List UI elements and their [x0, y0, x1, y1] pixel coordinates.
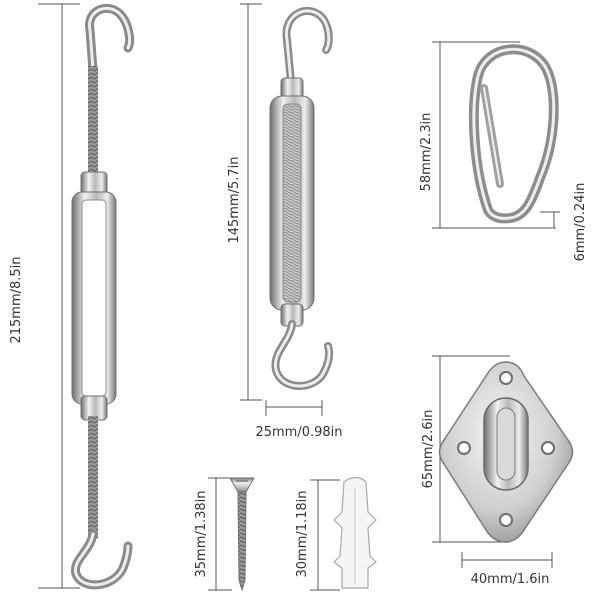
anchor-length-dimension-line [310, 479, 340, 591]
carabiner-thickness-dimension-line [540, 211, 560, 228]
large-turnbuckle-body [71, 191, 117, 405]
small-turnbuckle-length-dimension-line [240, 3, 262, 401]
carabiner-length-label: 58mm/2.3in [419, 113, 434, 192]
pad-eye-hole-right [541, 441, 555, 455]
small-turnbuckle-top-hook [282, 7, 333, 86]
small-turnbuckle-width-label: 25mm/0.98in [255, 425, 342, 440]
large-turnbuckle-length-label: 215mm/8.5in [9, 256, 24, 343]
large-turnbuckle-bottom-thread [88, 416, 98, 538]
small-turnbuckle: 145mm/5.7in 25mm/0.98in [227, 3, 343, 440]
screw-shank [237, 491, 247, 592]
pad-eye-loop [483, 397, 529, 491]
pad-eye-width-label: 40mm/1.6in [471, 572, 550, 587]
screw-length-dimension-line [208, 477, 232, 591]
large-turnbuckle-bottom-hook [70, 529, 133, 590]
pad-eye-plate: 65mm/2.6in 40mm/1.6in [421, 355, 574, 587]
small-turnbuckle-width-dimension-line [265, 400, 323, 416]
carabiner: 58mm/2.3in 6mm/0.24in [419, 41, 588, 262]
screw-head [229, 477, 255, 493]
screw-length-label: 35mm/1.38in [194, 490, 209, 577]
screw: 35mm/1.38in [194, 477, 255, 592]
large-turnbuckle-dimension-line [38, 3, 80, 589]
small-turnbuckle-length-label: 145mm/5.7in [227, 156, 242, 243]
pad-eye-hole-bottom [499, 513, 513, 527]
carabiner-thickness-label: 6mm/0.24in [573, 183, 588, 262]
pad-eye-hole-left [457, 441, 471, 455]
carabiner-length-dimension-line [432, 41, 556, 229]
pad-eye-hole-top [499, 371, 513, 385]
anchor-length-label: 30mm/1.18in [295, 490, 310, 577]
pad-eye-width-dimension-line [461, 552, 553, 568]
carabiner-body [468, 44, 559, 224]
large-turnbuckle-top-thread [88, 66, 98, 178]
large-turnbuckle: 215mm/8.5in [9, 3, 135, 590]
small-turnbuckle-body [269, 95, 315, 311]
wall-anchor: 30mm/1.18in [295, 476, 377, 591]
pad-eye-height-label: 65mm/2.6in [421, 410, 436, 489]
